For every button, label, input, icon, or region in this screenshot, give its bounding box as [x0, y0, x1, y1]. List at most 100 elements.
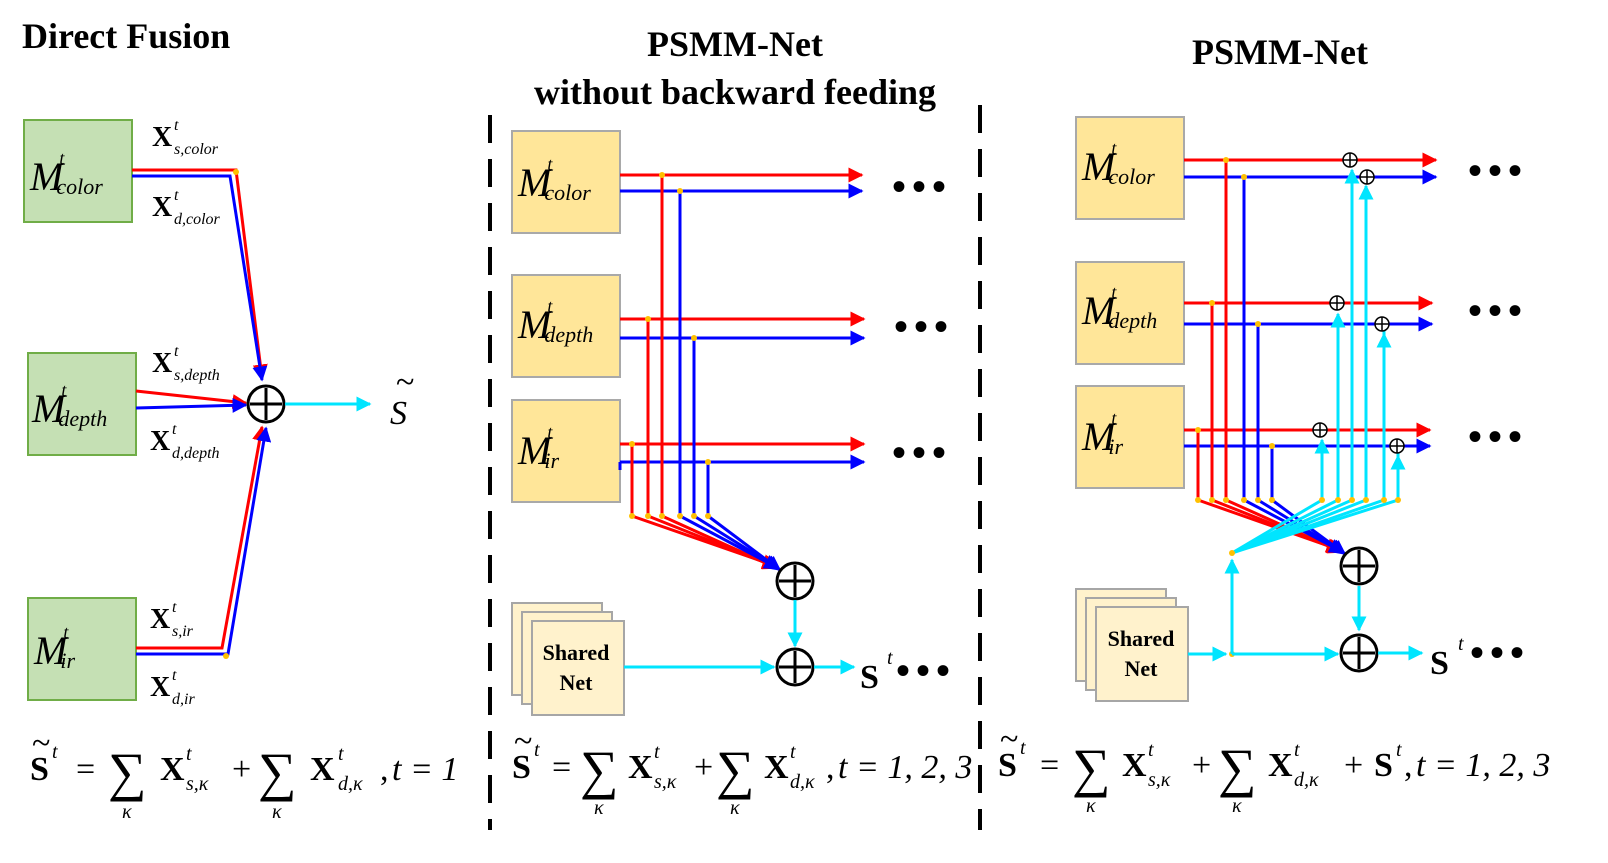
svg-text:∑: ∑	[108, 742, 147, 802]
arrow-s-depth	[135, 389, 248, 409]
svg-text:X: X	[150, 604, 170, 635]
svg-text:,: ,	[1404, 747, 1413, 784]
svg-text:∑: ∑	[258, 742, 297, 802]
ellipsis-color-nb: •••	[892, 164, 952, 209]
arrow-converge	[661, 514, 779, 570]
svg-text:~: ~	[1000, 721, 1018, 758]
ellipsis-output-nb: •••	[896, 648, 956, 693]
svg-text:S: S	[512, 749, 531, 786]
title-psmm: PSMM-Net	[1192, 32, 1368, 72]
svg-text:t: t	[338, 743, 344, 765]
ellipsis-ir-nb: •••	[892, 430, 952, 475]
label-x-d-ir: X t d,ir	[150, 667, 195, 708]
svg-text:∑: ∑	[1218, 738, 1257, 798]
svg-text:+: +	[694, 749, 713, 786]
title-direct-fusion: Direct Fusion	[22, 16, 230, 56]
svg-text:S: S	[998, 747, 1017, 784]
svg-text:κ: κ	[272, 801, 282, 823]
svg-text:t: t	[186, 743, 192, 765]
svg-text:s,κ: s,κ	[654, 771, 677, 793]
arrow-d-depth	[135, 397, 248, 413]
plus-circle-icon	[1339, 633, 1379, 673]
svg-text:S: S	[1430, 645, 1449, 682]
plus-circle-icon	[775, 561, 815, 601]
svg-text:∑: ∑	[1072, 738, 1111, 798]
svg-text:t: t	[1458, 633, 1464, 655]
svg-text:X: X	[1122, 747, 1147, 784]
svg-text:t: t	[174, 343, 179, 360]
svg-text:+: +	[1192, 747, 1211, 784]
equation-tail-1: t = 1	[392, 751, 458, 788]
svg-text:,: ,	[826, 749, 835, 786]
equation-psmm-nb: S ~ t = ∑ κ X t s,κ + ∑ κ X t d,κ , t = …	[512, 723, 972, 819]
svg-text:∑: ∑	[580, 740, 619, 800]
equation-direct-fusion: S ~ t = ∑ κ X t s,κ + ∑ κ X t d,κ , t = …	[30, 725, 458, 823]
svg-text:=: =	[552, 749, 571, 786]
svg-text:S: S	[1374, 747, 1393, 784]
label-x-d-depth: X t d,depth	[150, 421, 220, 462]
svg-text:t: t	[52, 741, 58, 763]
svg-text:~: ~	[32, 725, 50, 762]
svg-text:d,ir: d,ir	[172, 691, 195, 708]
svg-text:s,depth: s,depth	[174, 367, 220, 384]
label-x-s-color: X t s,color	[152, 117, 219, 158]
svg-text:+: +	[232, 751, 251, 788]
svg-text:κ: κ	[730, 797, 740, 819]
svg-text:t: t	[174, 187, 179, 204]
svg-text:s,color: s,color	[174, 141, 219, 158]
svg-text:t: t	[1020, 737, 1026, 759]
svg-text:Net: Net	[560, 670, 594, 695]
arrow-s-ir	[136, 425, 267, 650]
svg-text:t: t	[790, 741, 796, 763]
title-psmm-nb-line1: PSMM-Net	[647, 24, 823, 64]
junction-dots	[629, 172, 711, 519]
svg-text:+: +	[1344, 747, 1363, 784]
svg-text:X: X	[150, 426, 170, 457]
svg-text:s,ir: s,ir	[172, 623, 194, 640]
ellipsis-depth-psmm: •••	[1468, 288, 1528, 333]
svg-text:S: S	[30, 751, 49, 788]
svg-text:∑: ∑	[716, 740, 755, 800]
svg-text:κ: κ	[122, 801, 132, 823]
svg-text:X: X	[150, 672, 170, 703]
svg-text:Shared: Shared	[543, 640, 610, 665]
cyan-feed	[1231, 184, 1354, 555]
svg-text:t: t	[887, 647, 893, 669]
svg-text:d,κ: d,κ	[790, 771, 815, 793]
label-x-d-color: X t d,color	[152, 187, 221, 228]
svg-text:d,κ: d,κ	[1294, 769, 1319, 791]
junction-dot	[233, 169, 239, 175]
svg-text:κ: κ	[594, 797, 604, 819]
ellipsis-depth-nb: •••	[894, 304, 954, 349]
plus-circle-icon	[1339, 546, 1379, 586]
svg-text:X: X	[160, 751, 185, 788]
label-x-s-depth: X t s,depth	[152, 343, 220, 384]
svg-text:X: X	[152, 122, 172, 153]
shared-net-nb: Shared Net	[511, 602, 625, 716]
svg-text:Net: Net	[1125, 656, 1159, 681]
ellipsis-output-psmm: •••	[1470, 630, 1530, 675]
svg-text:t: t	[1148, 739, 1154, 761]
svg-text:t: t	[172, 421, 177, 438]
svg-text:κ: κ	[1232, 795, 1242, 817]
equation-psmm: S ~ t = ∑ κ X t s,κ + ∑ κ X t d,κ + S t …	[998, 721, 1550, 817]
svg-text:t: t	[174, 117, 179, 134]
svg-text:t: t	[1294, 739, 1300, 761]
